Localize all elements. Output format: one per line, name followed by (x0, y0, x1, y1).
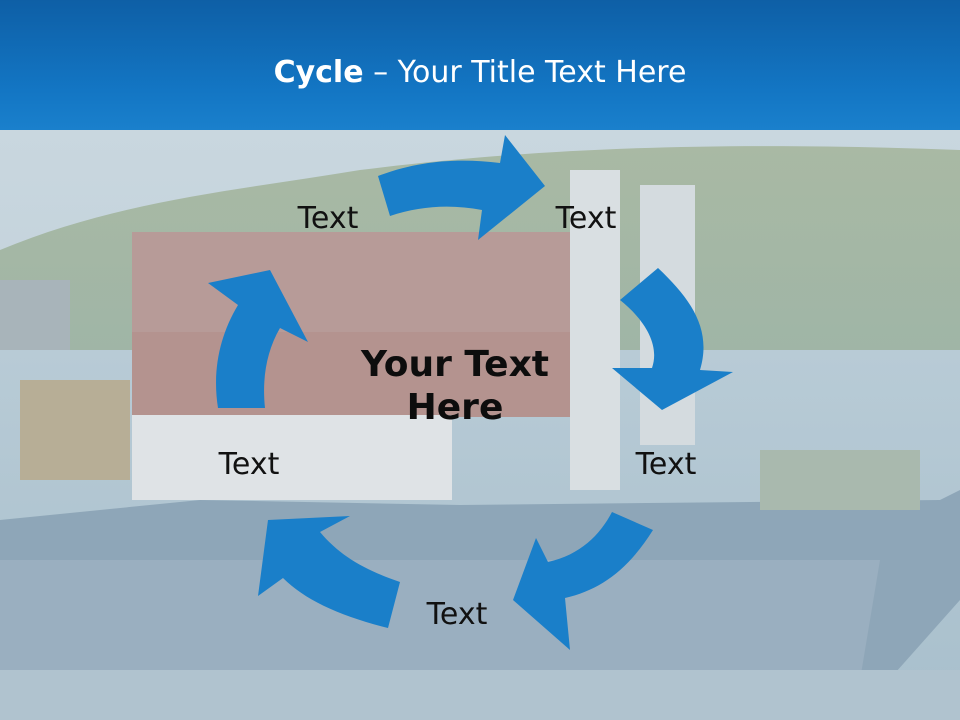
cycle-arrow-2 (612, 268, 733, 410)
title-bold-part: Cycle (273, 55, 364, 90)
slide-title: Cycle – Your Title Text Here (0, 55, 960, 90)
title-bar (0, 0, 960, 130)
center-text-line-2: Here (406, 387, 504, 429)
cycle-arrow-4 (258, 516, 400, 628)
cycle-label-top-left: Text (297, 201, 359, 236)
cycle-label-bottom: Text (426, 597, 488, 632)
cycle-arrow-5 (208, 270, 308, 408)
cycle-arrow-1 (378, 135, 545, 240)
cycle-label-right: Text (635, 447, 697, 482)
center-text: Your Text Here (335, 343, 575, 429)
cycle-label-left: Text (218, 447, 280, 482)
title-rest-part: – Your Title Text Here (363, 55, 687, 90)
center-text-line-1: Your Text (360, 344, 550, 385)
cycle-arrow-3 (513, 512, 653, 650)
cycle-label-top-right: Text (555, 201, 617, 236)
